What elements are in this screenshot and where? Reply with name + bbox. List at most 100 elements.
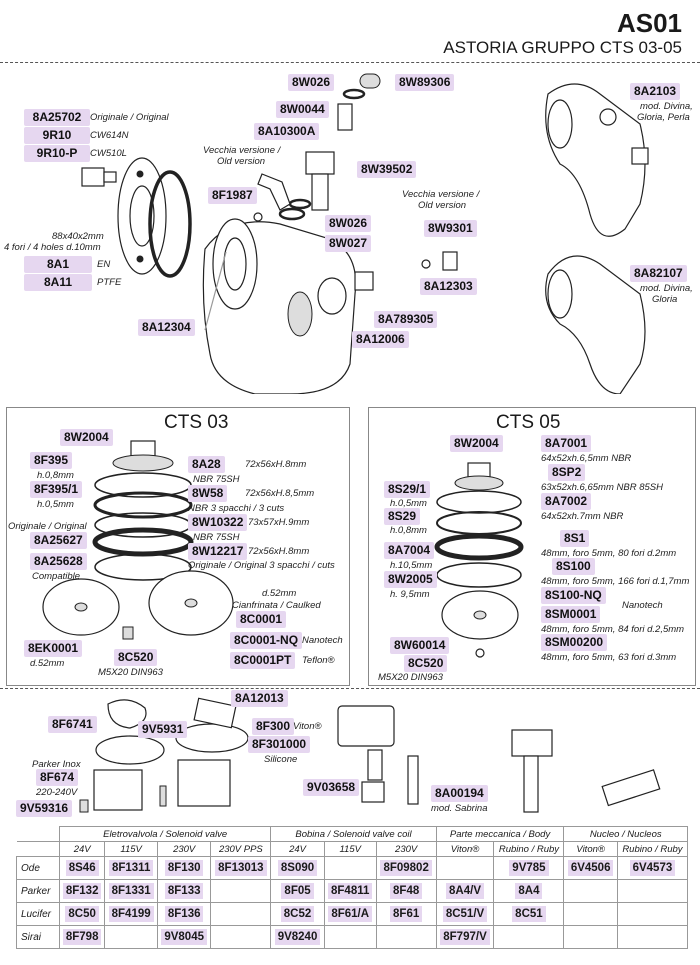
cts03-code-8A25628: 8A25628 [30,553,87,570]
group-head-drawing [81,73,649,394]
cts03-code-8A25627: 8A25627 [30,532,87,549]
cts03-code-8C0001-NQ: 8C0001-NQ [230,632,303,649]
cts03-code-8W58: 8W58 [188,485,228,502]
solenoid-valve-2-drawing [177,759,231,807]
table-cell: 8F132 [58,879,106,903]
part-code: 8A4/V [446,883,484,899]
table-group-header-row: Eletrovalvola / Solenoid valve Bobina / … [16,826,688,842]
parts-table: Eletrovalvola / Solenoid valve Bobina / … [16,826,689,949]
row-brand: Ode [16,856,60,880]
table-cell: 8F05 [270,879,325,903]
table-cell: 8F1311 [104,856,158,880]
cts03-note-h08: h.0,8mm [37,470,74,481]
header-divider [0,62,700,63]
cts05-code-8S29-1: 8S29/1 [384,481,431,498]
part-code: 8S090 [277,860,318,876]
table-cell: 8F1331 [104,879,158,903]
table-cell [493,925,565,949]
part-code: 8F132 [62,883,102,899]
table-cell: 8A4/V [435,879,495,903]
table-cell: 8F133 [156,879,212,903]
note-gloria-perla: Gloria, Perla [637,112,690,123]
code-8A12303: 8A12303 [420,278,477,295]
note-cw614n: CW614N [90,130,129,141]
elbow-fitting-drawing [257,173,291,211]
code-8A2103: 8A2103 [630,83,681,100]
valves-code-9V59316: 9V59316 [16,800,73,817]
cts03-note-caulked: Cianfrinata / Caulked [232,600,321,611]
row-brand: Sirai [16,925,60,949]
table-cell [323,856,377,880]
table-cell [563,879,618,903]
note-holes: 4 fori / 4 holes d.10mm [4,242,101,253]
cts05-title: CTS 05 [496,412,561,433]
valves-code-8F301000: 8F301000 [248,736,311,753]
note-old-version-b2: Old version [418,200,467,211]
cts03-note-nanotech: Nanotech [302,635,343,646]
table-cell: 6V4573 [616,856,689,880]
note-gloria: Gloria [652,294,678,305]
part-code: 8F09802 [380,860,432,876]
solenoid-valve-1-drawing [93,769,143,811]
table-cell [210,925,272,949]
valves-note-parker: Parker Inox [32,759,81,770]
table-cell: 8F09802 [375,856,437,880]
table-cell: 8F798 [58,925,106,949]
cts03-note-a28b: NBR 75SH [193,474,240,485]
group-solenoid-coil: Bobina / Solenoid valve coil [270,826,437,842]
code-8W026-mid: 8W026 [325,215,372,232]
cts05-note-h05: h.0,5mm [390,498,427,509]
valves-note-volt: 220-240V [36,787,78,798]
cts03-drawing [42,440,234,640]
cts05-code-8SP2: 8SP2 [548,464,586,481]
code-8F1987: 8F1987 [208,187,257,204]
table-cell [435,856,495,880]
cts03-note-compatible: Compatible [32,571,81,582]
table-cell: 8F4199 [104,902,158,926]
gasket-ring-drawing [148,170,192,278]
cts03-note-w103: 73x57xH.9mm [248,517,310,528]
cts05-panel [368,407,696,686]
cts05-code-8SM00200: 8SM00200 [541,634,608,651]
note-dim: 88x40x2mm [52,231,104,242]
cts03-note-ek: d.52mm [30,658,65,669]
cts05-code-8S100: 8S100 [552,558,595,575]
code-8W0044: 8W0044 [276,101,329,118]
group-solenoid-valve: Eletrovalvola / Solenoid valve [58,826,272,842]
table-cell: 8F4811 [323,879,377,903]
cts05-code-8C520: 8C520 [404,655,448,672]
part-code: 8F798 [62,929,102,945]
table-cell [563,902,618,926]
note-mod-divina: mod. Divina, [640,101,693,112]
group-body-gloria-drawing [545,255,646,394]
part-code: 8A4 [515,883,543,899]
code-8W9301: 8W9301 [424,220,477,237]
cts03-note-w122b: Originale / Original 3 spacchi / cuts [188,560,335,571]
solenoid-coil-drawing [337,705,395,747]
cts03-note-teflon: Teflon® [302,655,335,666]
cts03-code-8EK0001: 8EK0001 [24,640,83,657]
valves-note-viton: Viton® [293,721,322,732]
group-body-perla-drawing [545,83,646,237]
cts03-code-8F395-1: 8F395/1 [30,481,83,498]
part-code: 8F133 [164,883,204,899]
valves-note-silicone: Silicone [264,754,298,765]
cts05-code-8S29: 8S29 [384,508,421,525]
subhead: Rubino / Ruby [493,841,565,857]
code-8A1: 8A1 [24,256,92,273]
code-8W027: 8W027 [325,235,372,252]
table-cell [323,925,377,949]
page-title: ASTORIA GRUPPO CTS 03-05 [443,38,682,57]
note-ptfe: PTFE [97,277,122,288]
row-brand: Parker [16,879,60,903]
cts05-code-8W2004: 8W2004 [450,435,503,452]
table-cell: 8C52 [270,902,325,926]
table-cell [375,925,437,949]
part-code: 8F797/V [440,929,490,945]
fitting-drawing [81,167,105,187]
valves-code-8A12013: 8A12013 [231,690,288,707]
valves-code-8F674: 8F674 [36,769,79,786]
valves-code-9V5931: 9V5931 [138,721,188,738]
cts05-code-8A7002: 8A7002 [541,493,592,510]
